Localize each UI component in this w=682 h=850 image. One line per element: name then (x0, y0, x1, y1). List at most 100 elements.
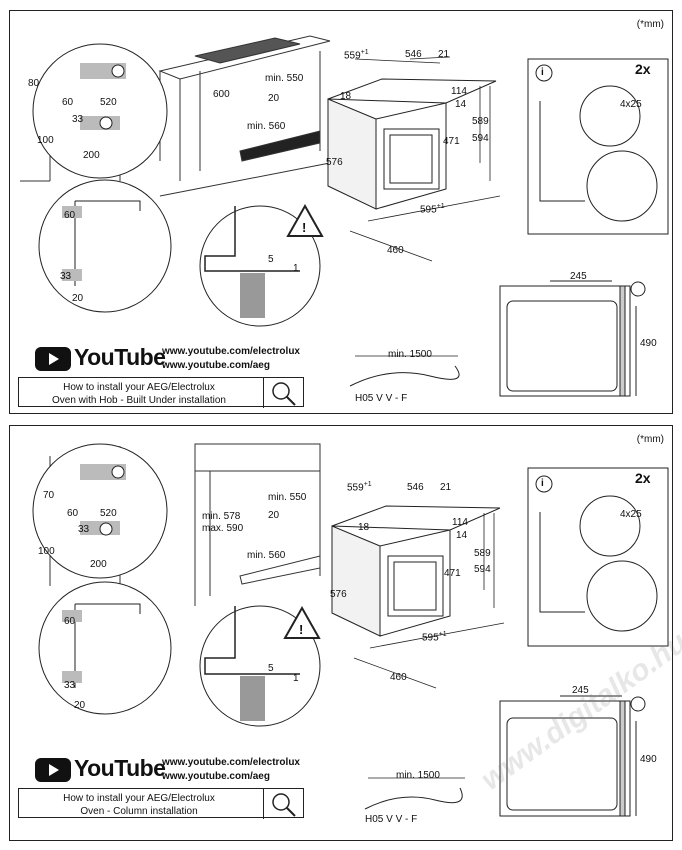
howto-title-line2: Oven - Column installation (80, 806, 198, 817)
dim-595: 595+1 (422, 631, 447, 644)
howto-title-line2: Oven with Hob - Built Under installation (52, 395, 226, 406)
dim-594: 594 (474, 564, 491, 575)
dim-520: 520 (100, 508, 117, 519)
zoom-dim-33: 33 (60, 271, 72, 282)
youtube-url-electrolux[interactable]: www.youtube.com/electrolux (162, 346, 300, 357)
cable-drawing (349, 365, 460, 387)
magnifier-icon (263, 789, 304, 819)
dim-200: 200 (90, 559, 107, 570)
dim-min-550: min. 550 (268, 492, 307, 503)
dim-460: 460 (387, 245, 404, 256)
dim-471: 471 (444, 568, 461, 579)
dim-559: 559+1 (347, 481, 372, 494)
dim-546: 546 (405, 49, 422, 60)
dim-21: 21 (438, 49, 450, 60)
screws-size: 4x25 (620, 509, 642, 520)
detail-dim-5: 5 (268, 663, 274, 674)
zoom-dim-60: 60 (64, 616, 76, 627)
screws-count: 2x (635, 61, 651, 77)
niche-detail-circle (32, 443, 168, 579)
cable-drawing (364, 787, 463, 810)
warning-icon (283, 605, 321, 639)
dim-576: 576 (326, 157, 343, 168)
unit-note: (*mm) (636, 19, 664, 30)
dim-600: 600 (213, 89, 230, 100)
dim-114: 114 (451, 86, 467, 97)
dim-595: 595+1 (420, 203, 445, 216)
screws-size: 4x25 (620, 99, 642, 110)
dim-589: 589 (474, 548, 491, 559)
zoom-dim-60: 60 (64, 210, 76, 221)
dim-460: 460 (390, 672, 407, 683)
dim-589: 589 (472, 116, 489, 127)
dim-20: 20 (268, 93, 280, 104)
cable-type: H05 V V - F (355, 393, 408, 404)
youtube-brand: YouTube (74, 755, 166, 781)
dim-471: 471 (443, 136, 460, 147)
dimension-lines (327, 56, 501, 262)
dim-33: 33 (78, 524, 90, 535)
youtube-logo-icon (35, 758, 71, 782)
detail-dim-5: 5 (268, 254, 274, 265)
dim-min-550: min. 550 (265, 73, 304, 84)
detail-dim-1: 1 (293, 673, 299, 684)
front-view-drawing (499, 695, 646, 817)
dim-18: 18 (358, 522, 370, 533)
dim-80: 80 (28, 78, 40, 89)
cable-min-length: min. 1500 (396, 770, 440, 781)
info-label: i (541, 478, 544, 489)
installation-panel-built-under: (*mm) ! (9, 10, 673, 414)
youtube-url-aeg[interactable]: www.youtube.com/aeg (162, 360, 270, 371)
youtube-url-electrolux[interactable]: www.youtube.com/electrolux (162, 757, 300, 768)
dim-18: 18 (340, 91, 352, 102)
front-view-drawing (499, 280, 646, 397)
zoom-dim-20: 20 (72, 293, 84, 304)
oven-drawing (327, 78, 497, 210)
front-dim-245: 245 (570, 271, 587, 282)
built-under-diagram: ! (20, 35, 669, 397)
dim-559: 559+1 (344, 49, 369, 62)
dim-60: 60 (67, 508, 79, 519)
dim-100: 100 (37, 135, 54, 146)
unit-note: (*mm) (636, 434, 664, 445)
dim-14: 14 (455, 99, 467, 110)
installation-panel-column: (*mm) ! (9, 425, 673, 841)
dim-70: 70 (43, 490, 55, 501)
dim-546: 546 (407, 482, 424, 493)
dim-33: 33 (72, 114, 84, 125)
niche-detail-circle (32, 43, 168, 179)
dim-max-590: max. 590 (202, 523, 244, 534)
youtube-brand: YouTube (74, 344, 166, 370)
dim-min-560: min. 560 (247, 121, 286, 132)
detail-dim-1: 1 (293, 263, 299, 274)
dim-min-578: min. 578 (202, 511, 241, 522)
dim-114: 114 (452, 517, 468, 528)
screws-count: 2x (635, 470, 651, 486)
dim-14: 14 (456, 530, 468, 541)
dim-20: 20 (268, 510, 280, 521)
youtube-logo-icon (35, 347, 71, 371)
oven-drawing (331, 505, 501, 637)
front-dim-490: 490 (640, 754, 657, 765)
dim-594: 594 (472, 133, 489, 144)
corner-zoom-circle (38, 179, 172, 313)
cable-type: H05 V V - F (365, 814, 418, 825)
howto-video-box[interactable]: How to install your AEG/Electrolux Oven … (18, 788, 304, 819)
dim-520: 520 (100, 97, 117, 108)
info-label: i (541, 67, 544, 78)
front-dim-490: 490 (640, 338, 657, 349)
zoom-dim-33: 33 (64, 680, 76, 691)
warning-icon (286, 203, 324, 237)
svg-text:!: ! (302, 220, 306, 235)
youtube-url-aeg[interactable]: www.youtube.com/aeg (162, 771, 270, 782)
corner-zoom-circle (38, 581, 172, 715)
magnifier-icon (263, 378, 304, 408)
column-diagram: ! (32, 443, 669, 817)
info-icon (535, 64, 553, 82)
dim-200: 200 (83, 150, 100, 161)
howto-video-box[interactable]: How to install your AEG/Electrolux Oven … (18, 377, 304, 408)
dimension-lines (353, 513, 505, 689)
dim-21: 21 (440, 482, 452, 493)
dim-100: 100 (38, 546, 55, 557)
howto-title-line1: How to install your AEG/Electrolux (63, 793, 215, 804)
